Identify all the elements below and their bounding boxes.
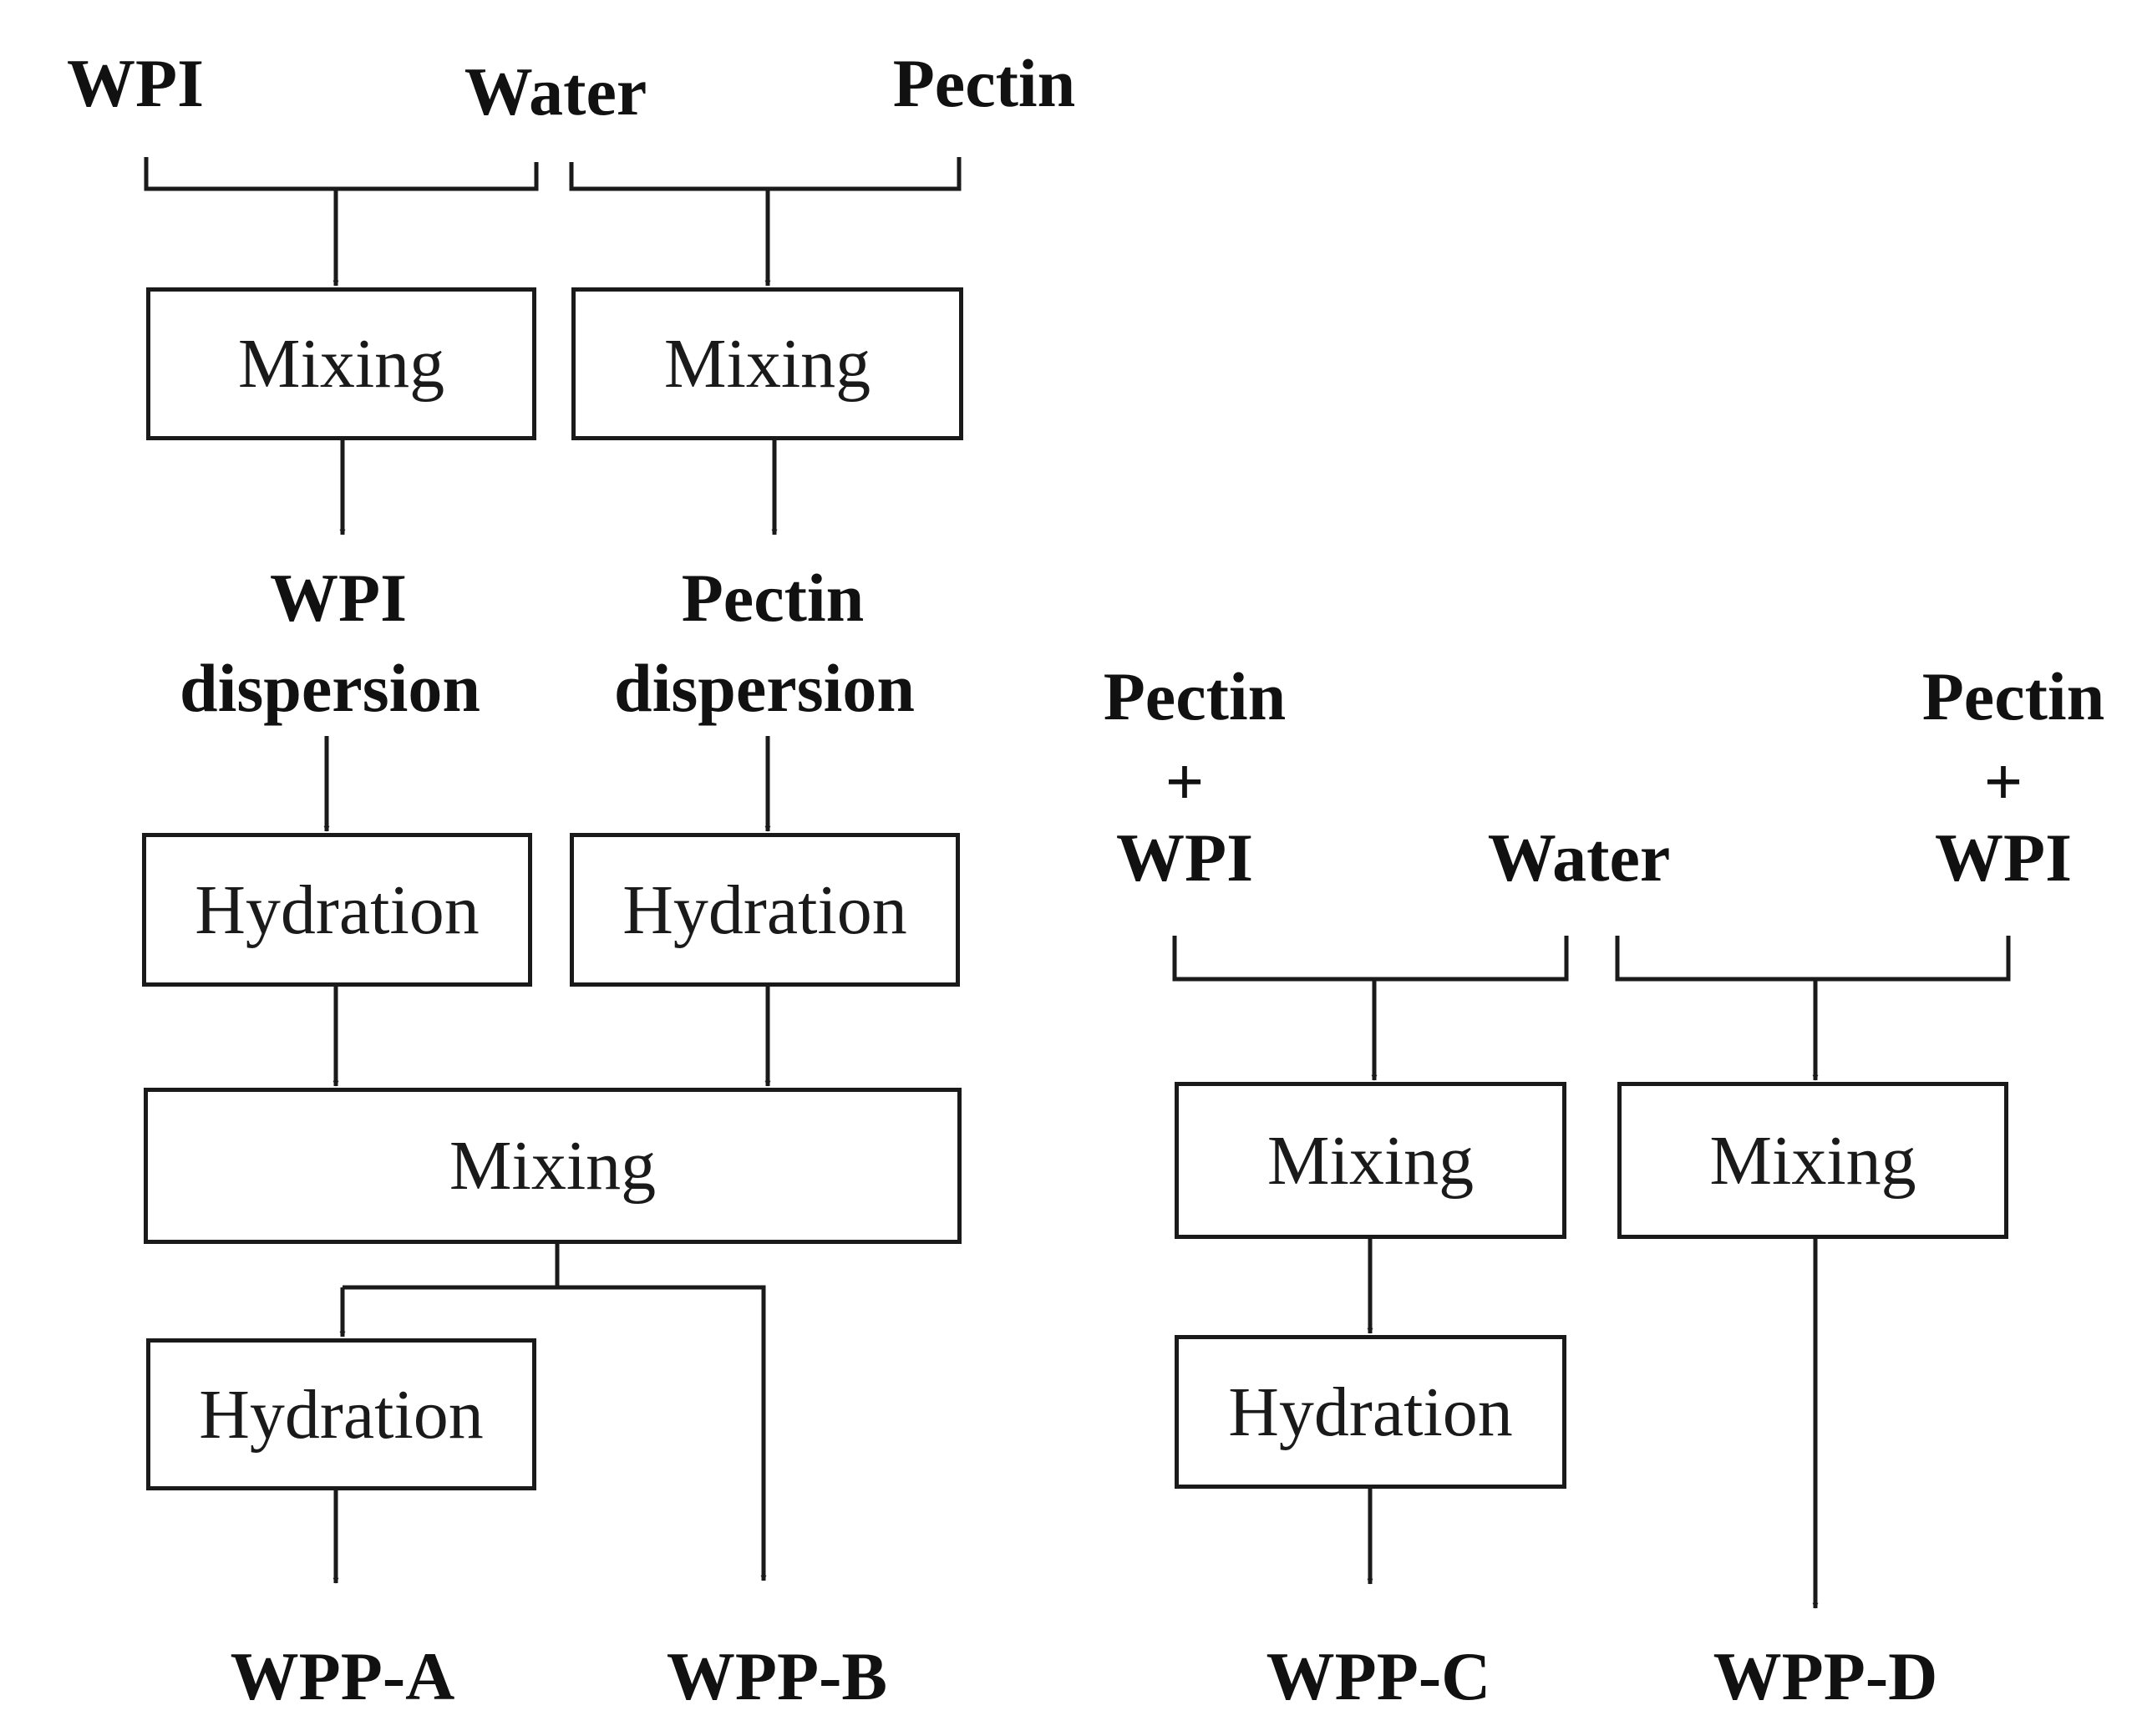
input-label-pectin-c: Pectin [1103, 658, 1287, 734]
hydration-box-pectin: Hydration [570, 833, 960, 987]
hydration-box-wpi: Hydration [142, 833, 532, 987]
input-label-pectin-d: Pectin [1921, 658, 2105, 734]
pectin-dispersion-label-line2: dispersion [614, 650, 915, 726]
hydration-box-c: Hydration [1175, 1335, 1566, 1489]
output-label-wpp-b: WPP-B [666, 1638, 888, 1714]
input-label-plus-c: + [1165, 744, 1205, 820]
input-label-water: Water [464, 53, 647, 129]
bracket-water-pectin [569, 157, 962, 191]
input-label-wpi-c: WPI [1116, 820, 1253, 896]
mixing-box-combined: Mixing [144, 1088, 962, 1244]
hydration-box-c-label: Hydration [1228, 1373, 1513, 1451]
wpi-dispersion-label-line1: WPI [270, 560, 407, 636]
mixing-box-c: Mixing [1175, 1082, 1566, 1239]
hydration-box-wpi-label: Hydration [195, 871, 480, 949]
mixing-box-combined-label: Mixing [449, 1127, 657, 1205]
hydration-box-a: Hydration [146, 1338, 536, 1490]
output-label-wpp-d: WPP-D [1713, 1638, 1938, 1714]
hydration-box-a-label: Hydration [199, 1375, 484, 1454]
mixing-box-pectin: Mixing [571, 287, 963, 440]
hydration-box-pectin-label: Hydration [622, 871, 907, 949]
input-label-plus-d: + [1983, 744, 2023, 820]
pectin-dispersion-label-line1: Pectin [681, 560, 865, 636]
mixing-box-d: Mixing [1617, 1082, 2008, 1239]
bracket-wpi-water [144, 157, 539, 191]
bracket-pectin-wpi-water-c [1172, 936, 1569, 982]
input-label-wpi-d: WPI [1935, 820, 2072, 896]
bracket-water-pectin-wpi-d [1615, 936, 2011, 982]
input-label-water-cd: Water [1487, 820, 1671, 896]
mixing-box-wpi: Mixing [146, 287, 536, 440]
mixing-box-d-label: Mixing [1709, 1121, 1916, 1200]
output-label-wpp-c: WPP-C [1266, 1638, 1491, 1714]
output-label-wpp-a: WPP-A [230, 1638, 455, 1714]
mixing-box-pectin-label: Mixing [663, 325, 871, 403]
input-label-wpi: WPI [67, 45, 204, 121]
branch-line-b [557, 1285, 767, 1581]
mixing-box-wpi-label: Mixing [237, 325, 445, 403]
input-label-pectin: Pectin [892, 45, 1076, 121]
wpi-dispersion-label-line2: dispersion [180, 650, 480, 726]
mixing-box-c-label: Mixing [1266, 1121, 1475, 1200]
